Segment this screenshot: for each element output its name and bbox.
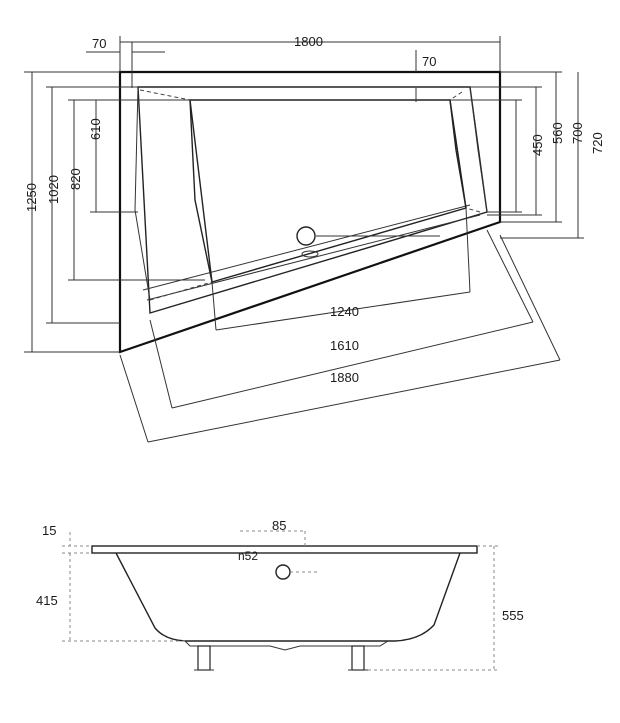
dim-n52-label: n52	[238, 549, 258, 563]
dim-560-line	[470, 86, 542, 216]
corner-bevel-top-left	[139, 89, 191, 101]
dim-415-label: 415	[36, 593, 58, 608]
right-wall-slope	[449, 99, 467, 209]
dim-70-left-line	[86, 42, 165, 88]
right-wall-slope-2	[469, 86, 488, 213]
dim-1800-line	[119, 36, 501, 72]
dim-1880-label: 1880	[330, 370, 359, 385]
side-rim	[91, 545, 478, 554]
dim-610-label: 610	[88, 118, 103, 140]
dim-1250-line	[24, 71, 120, 353]
dim-555-label: 555	[502, 608, 524, 623]
side-tub-body	[115, 552, 461, 642]
basin-floor-line	[146, 214, 481, 301]
dim-450-line	[450, 99, 522, 213]
overflow-ellipse	[301, 250, 319, 258]
corner-bevel-top-right	[449, 91, 463, 101]
dim-720-label: 720	[590, 132, 605, 154]
dim-450-label: 450	[530, 134, 545, 156]
dim-1610-line	[149, 229, 534, 409]
foot-left	[197, 645, 211, 671]
dim-1240-label: 1240	[330, 304, 359, 319]
dim-1610-label: 1610	[330, 338, 359, 353]
basin-floor-line-2	[142, 204, 471, 291]
basin-outline	[189, 99, 467, 283]
dim-1880-line	[119, 234, 561, 443]
dim-1250-label: 1250	[24, 183, 39, 212]
dim-1020-label: 1020	[46, 175, 61, 204]
corner-bevel-bottom-left	[149, 281, 213, 301]
dim-720-line	[500, 72, 584, 239]
top-view: 1800 70 70 1250 1020 820 610 450 560 700…	[24, 34, 605, 443]
dim-555-line	[368, 545, 500, 671]
dim-820-line	[68, 99, 205, 281]
dim-1020-line	[46, 86, 138, 324]
left-wall-slope-2	[134, 86, 151, 301]
dim-415-line	[62, 553, 185, 642]
dim-15-line	[62, 532, 92, 554]
dim-70-right-label: 70	[422, 54, 436, 69]
dim-15-label: 15	[42, 523, 56, 538]
dim-820-label: 820	[68, 168, 83, 190]
dim-85-line	[240, 530, 306, 546]
dim-70-left-label: 70	[92, 36, 106, 51]
dim-560-label: 560	[550, 122, 565, 144]
corner-bevel-bottom-right	[465, 207, 481, 213]
dim-610-line	[90, 100, 138, 213]
left-wall-slope	[189, 99, 213, 283]
overflow-hole	[275, 564, 291, 580]
dim-85-label: 85	[272, 518, 286, 533]
dim-1800-label: 1800	[294, 34, 323, 49]
drain-circle	[296, 226, 316, 246]
side-tub-base	[184, 640, 389, 651]
side-view: n52 85 15 415 555	[36, 518, 524, 671]
dim-700-line	[500, 71, 562, 223]
foot-right	[351, 645, 365, 671]
dim-1240-line	[211, 207, 471, 331]
